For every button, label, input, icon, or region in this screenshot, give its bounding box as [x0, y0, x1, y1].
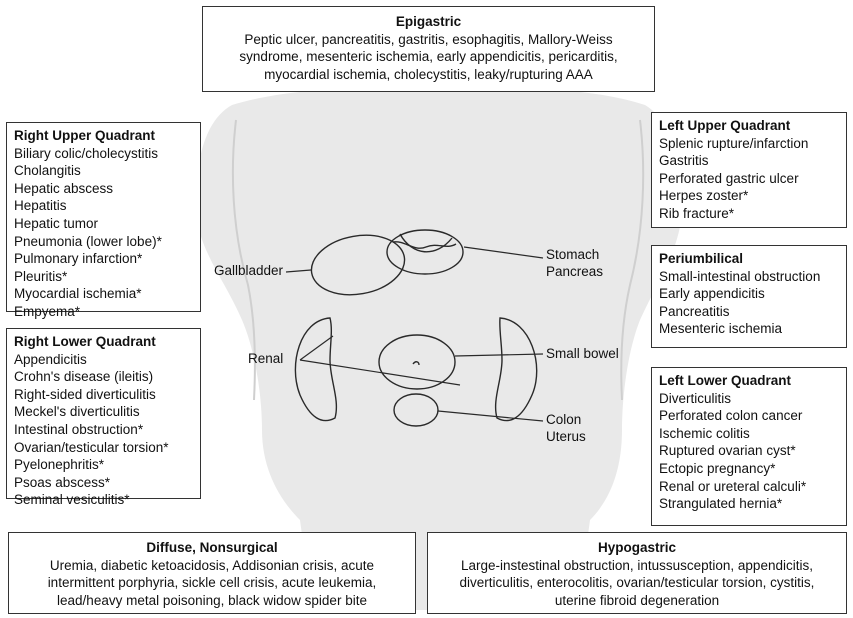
rlq-title: Right Lower Quadrant [14, 333, 193, 351]
hypogastric-line: diverticulitis, enterocolitis, ovarian/t… [432, 574, 842, 592]
rlq-list: Appendicitis Crohn's disease (ileitis) R… [14, 351, 193, 509]
diffuse-line: Uremia, diabetic ketoacidosis, Addisonia… [13, 557, 411, 575]
list-item: Early appendicitis [659, 285, 839, 303]
list-item: Pyelonephritis* [14, 456, 193, 474]
list-item: Ruptured ovarian cyst* [659, 442, 839, 460]
list-item: Crohn's disease (ileitis) [14, 368, 193, 386]
luq-box: Left Upper Quadrant Splenic rupture/infa… [651, 112, 847, 228]
list-item: Myocardial ischemia* [14, 285, 193, 303]
hypogastric-line: Large-instestinal obstruction, intussusc… [432, 557, 842, 575]
small-bowel-label: Small bowel [546, 346, 619, 362]
diffuse-line: lead/heavy metal poisoning, black widow … [13, 592, 411, 610]
list-item: Hepatitis [14, 197, 193, 215]
llq-box: Left Lower Quadrant Diverticulitis Perfo… [651, 367, 847, 526]
list-item: Mesenteric ischemia [659, 320, 839, 338]
pancreas-label: Pancreas [546, 264, 603, 280]
ruq-box: Right Upper Quadrant Biliary colic/chole… [6, 122, 201, 312]
ruq-title: Right Upper Quadrant [14, 127, 193, 145]
diffuse-box: Diffuse, Nonsurgical Uremia, diabetic ke… [8, 532, 416, 614]
list-item: Hepatic tumor [14, 215, 193, 233]
list-item: Rib fracture* [659, 205, 839, 223]
list-item: Pleuritis* [14, 268, 193, 286]
renal-label: Renal [248, 351, 283, 367]
list-item: Biliary colic/cholecystitis [14, 145, 193, 163]
list-item: Psoas abscess* [14, 474, 193, 492]
epigastric-line: Peptic ulcer, pancreatitis, gastritis, e… [209, 31, 648, 49]
list-item: Meckel's diverticulitis [14, 403, 193, 421]
luq-title: Left Upper Quadrant [659, 117, 839, 135]
list-item: Appendicitis [14, 351, 193, 369]
list-item: Right-sided diverticulitis [14, 386, 193, 404]
rlq-box: Right Lower Quadrant Appendicitis Crohn'… [6, 328, 201, 499]
diffuse-title: Diffuse, Nonsurgical [13, 539, 411, 557]
list-item: Pneumonia (lower lobe)* [14, 233, 193, 251]
colon-label: Colon [546, 412, 581, 428]
ruq-list: Biliary colic/cholecystitis Cholangitis … [14, 145, 193, 321]
list-item: Ischemic colitis [659, 425, 839, 443]
periumbilical-box: Periumbilical Small-intestinal obstructi… [651, 245, 847, 348]
uterus-label: Uterus [546, 429, 586, 445]
list-item: Strangulated hernia* [659, 495, 839, 513]
periumbilical-list: Small-intestinal obstruction Early appen… [659, 268, 839, 338]
list-item: Perforated colon cancer [659, 407, 839, 425]
llq-list: Diverticulitis Perforated colon cancer I… [659, 390, 839, 513]
list-item: Splenic rupture/infarction [659, 135, 839, 153]
list-item: Pulmonary infarction* [14, 250, 193, 268]
gallbladder-label: Gallbladder [214, 263, 283, 279]
epigastric-title: Epigastric [209, 13, 648, 31]
list-item: Hepatic abscess [14, 180, 193, 198]
list-item: Ovarian/testicular torsion* [14, 439, 193, 457]
hypogastric-line: uterine fibroid degeneration [432, 592, 842, 610]
list-item: Diverticulitis [659, 390, 839, 408]
llq-title: Left Lower Quadrant [659, 372, 839, 390]
list-item: Renal or ureteral calculi* [659, 478, 839, 496]
list-item: Pancreatitis [659, 303, 839, 321]
hypogastric-box: Hypogastric Large-instestinal obstructio… [427, 532, 847, 614]
epigastric-line: syndrome, mesenteric ischemia, early app… [209, 48, 648, 66]
list-item: Cholangitis [14, 162, 193, 180]
hypogastric-title: Hypogastric [432, 539, 842, 557]
epigastric-line: myocardial ischemia, cholecystitis, leak… [209, 66, 648, 84]
list-item: Perforated gastric ulcer [659, 170, 839, 188]
diffuse-line: intermittent porphyria, sickle cell cris… [13, 574, 411, 592]
epigastric-box: Epigastric Peptic ulcer, pancreatitis, g… [202, 6, 655, 92]
list-item: Small-intestinal obstruction [659, 268, 839, 286]
list-item: Herpes zoster* [659, 187, 839, 205]
list-item: Seminal vesiculitis* [14, 491, 193, 509]
periumbilical-title: Periumbilical [659, 250, 839, 268]
luq-list: Splenic rupture/infarction Gastritis Per… [659, 135, 839, 223]
list-item: Gastritis [659, 152, 839, 170]
list-item: Empyema* [14, 303, 193, 321]
list-item: Ectopic pregnancy* [659, 460, 839, 478]
stomach-label: Stomach [546, 247, 599, 263]
list-item: Intestinal obstruction* [14, 421, 193, 439]
